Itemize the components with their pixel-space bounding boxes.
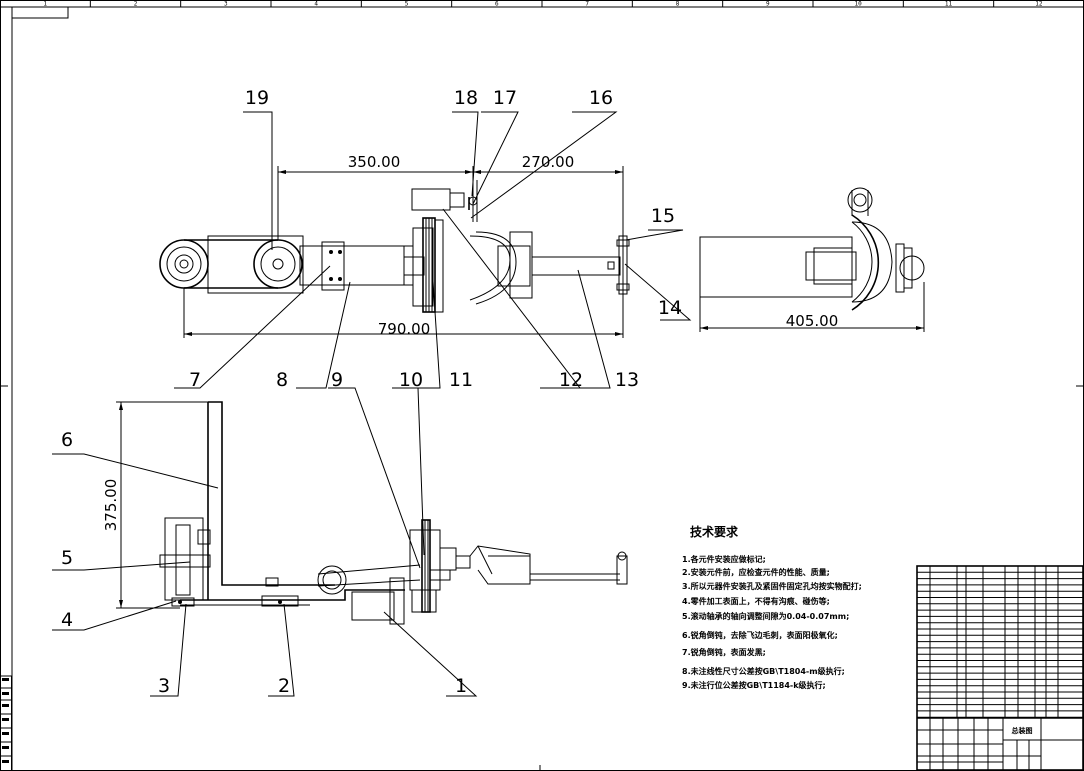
side-view-dimension — [699, 282, 925, 332]
tech-requirement-line: 7.锐角倒钝，表面发黑; — [682, 647, 766, 657]
column-housing — [164, 517, 204, 601]
front-motor — [351, 591, 395, 621]
callout-13: 13 — [615, 369, 639, 391]
tech-requirement-line: 1.各元件安装应做标记; — [682, 554, 766, 564]
arm-flange — [321, 241, 345, 291]
dimension-405: 405.00 — [786, 312, 839, 330]
extension-arm — [531, 256, 621, 276]
zone-label: 4 — [314, 1, 318, 8]
shaft-coupling — [403, 256, 425, 276]
leader-lines — [52, 111, 692, 697]
callout-14: 14 — [658, 297, 682, 319]
callout-18: 18 — [454, 87, 478, 109]
binding-marks — [0, 675, 12, 771]
vertical-column — [208, 401, 335, 586]
tech-requirement-line: 4.零件加工表面上，不得有沟痕、碰伤等; — [682, 596, 830, 606]
callout-5: 5 — [61, 547, 73, 569]
callout-2: 2 — [278, 675, 290, 697]
technical-requirements: 技术要求 1.各元件安装应做标记; 2.安装元件前，应检查元件的性能、质量; 3.所… — [682, 524, 862, 690]
zone-label: 5 — [405, 1, 409, 8]
zone-label: 8 — [676, 1, 680, 8]
tech-requirement-line: 6.锐角倒钝，去除飞边毛刺，表面阳极氧化; — [682, 630, 838, 640]
zone-label: 11 — [945, 1, 953, 8]
tech-requirement-line: 8.未注线性尺寸公差按GB\T1804-m级执行; — [682, 666, 845, 676]
callout-3: 3 — [158, 675, 170, 697]
tech-title: 技术要求 — [690, 524, 739, 539]
dimension-375: 375.00 — [102, 479, 120, 532]
callout-1: 1 — [455, 675, 467, 697]
tech-requirement-line: 3.所以元器件安装孔及紧固件固定孔均按实物配打; — [682, 581, 862, 591]
callout-15: 15 — [651, 205, 675, 227]
tech-requirement-line: 2.安装元件前，应检查元件的性能、质量; — [682, 567, 830, 577]
belt-guard — [207, 235, 304, 294]
tech-requirement-line: 9.未注行位公差按GB\T1184-k级执行; — [682, 680, 826, 690]
callout-8: 8 — [276, 369, 288, 391]
side-view — [699, 187, 925, 311]
callout-19: 19 — [245, 87, 269, 109]
front-pulley — [317, 565, 347, 595]
front-view-dimension — [116, 401, 208, 609]
zone-label: 9 — [766, 1, 770, 8]
zone-label: 3 — [224, 1, 228, 8]
callout-11: 11 — [449, 369, 473, 391]
front-end-stop — [616, 555, 628, 585]
front-gripper — [469, 545, 531, 585]
dimension-790: 790.00 — [378, 320, 431, 338]
corner-box — [12, 7, 69, 19]
gripper-block — [509, 231, 533, 299]
zone-label: 12 — [1035, 1, 1043, 8]
zone-label: 10 — [855, 1, 863, 8]
drawing-name: 总装图 — [1012, 726, 1033, 735]
callout-12: 12 — [559, 369, 583, 391]
callout-16: 16 — [589, 87, 613, 109]
top-view — [159, 180, 630, 313]
callout-7: 7 — [189, 369, 201, 391]
zone-label: 1 — [43, 1, 47, 8]
side-arm — [699, 236, 853, 298]
zone-label: 7 — [585, 1, 589, 8]
front-view — [159, 401, 628, 625]
arm-body — [299, 245, 414, 286]
title-block: 总装图 — [916, 565, 1084, 771]
callout-labels: 19 18 17 16 15 14 13 12 11 10 9 8 7 6 5 4 3 2 1 — [61, 87, 682, 697]
callout-9: 9 — [331, 369, 343, 391]
base-foot-2 — [261, 595, 299, 607]
callout-6: 6 — [61, 429, 73, 451]
zone-label: 6 — [495, 1, 499, 8]
callout-4: 4 — [61, 609, 73, 631]
callout-17: 17 — [493, 87, 517, 109]
dimension-350: 350.00 — [348, 153, 401, 171]
blade-motor — [411, 188, 451, 211]
tech-requirement-line: 5.滚动轴承的轴向调整间隙为0.04-0.07mm; — [682, 611, 849, 621]
zone-label: 2 — [134, 1, 138, 8]
callout-10: 10 — [399, 369, 423, 391]
side-motor — [847, 187, 873, 213]
